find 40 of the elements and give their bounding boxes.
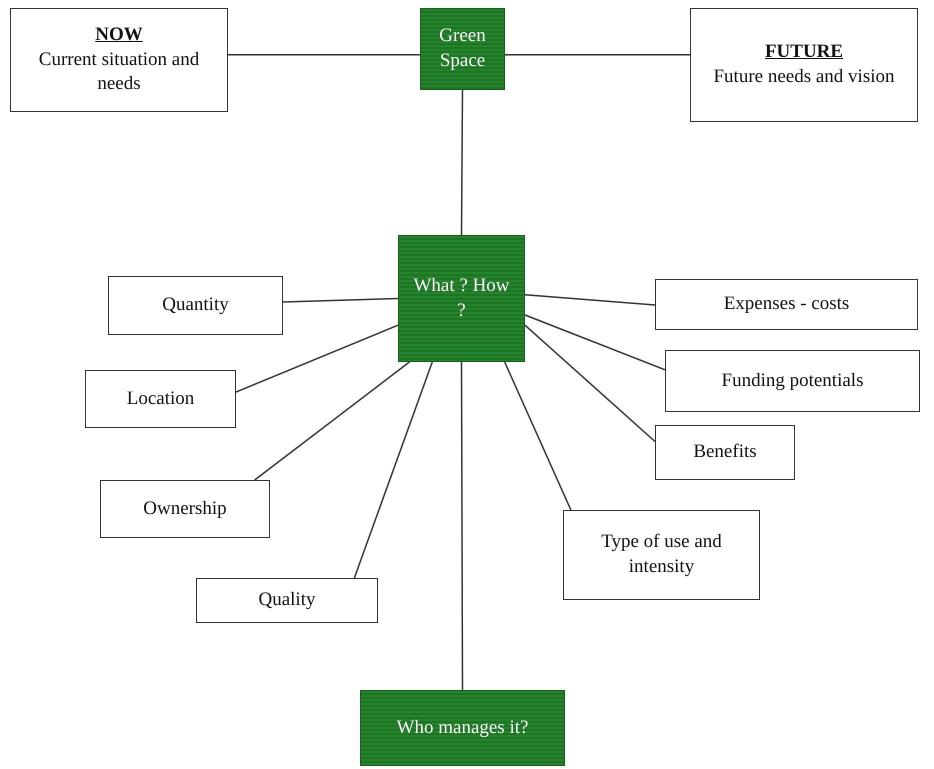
box-label: Location xyxy=(126,386,194,411)
connector-line xyxy=(282,298,398,303)
box-heading: FUTURE xyxy=(764,40,844,64)
box-label: Benefits xyxy=(693,440,757,464)
concept-box xyxy=(690,8,918,122)
connector-line xyxy=(505,54,690,56)
box-label: Quantity xyxy=(162,293,229,318)
connector-line xyxy=(460,90,464,235)
connector-line xyxy=(524,294,656,306)
connector-line xyxy=(254,361,410,481)
box-label: What ? How ? xyxy=(413,274,510,322)
concept-box xyxy=(85,370,236,428)
box-label: Who manages it? xyxy=(396,716,528,740)
connector-line xyxy=(524,324,656,442)
connector-line xyxy=(504,362,572,510)
box-label: Current situation and needs xyxy=(38,48,200,96)
box-label: Funding potentials xyxy=(722,368,864,393)
topic-box xyxy=(360,690,565,766)
concept-box xyxy=(665,350,920,412)
concept-box xyxy=(655,279,918,330)
concept-box xyxy=(563,510,760,600)
topic-box xyxy=(420,8,505,90)
concept-box xyxy=(100,480,270,538)
topic-box xyxy=(398,235,525,362)
box-label: Ownership xyxy=(143,496,227,521)
connector-line xyxy=(460,362,464,690)
connector-line xyxy=(524,314,666,371)
box-label: Future needs and vision xyxy=(713,65,894,89)
concept-box xyxy=(10,8,228,112)
concept-box xyxy=(196,578,378,623)
connector-line xyxy=(228,54,420,56)
box-label: Type of use and intensity xyxy=(600,530,723,579)
concept-box xyxy=(655,425,795,480)
box-label: Expenses - costs xyxy=(724,292,850,316)
box-heading: NOW xyxy=(95,22,143,47)
box-label: Green Space xyxy=(438,24,487,73)
connector-line xyxy=(354,362,433,578)
connector-line xyxy=(236,324,398,393)
box-label: Quality xyxy=(258,588,316,612)
concept-box xyxy=(108,276,283,335)
